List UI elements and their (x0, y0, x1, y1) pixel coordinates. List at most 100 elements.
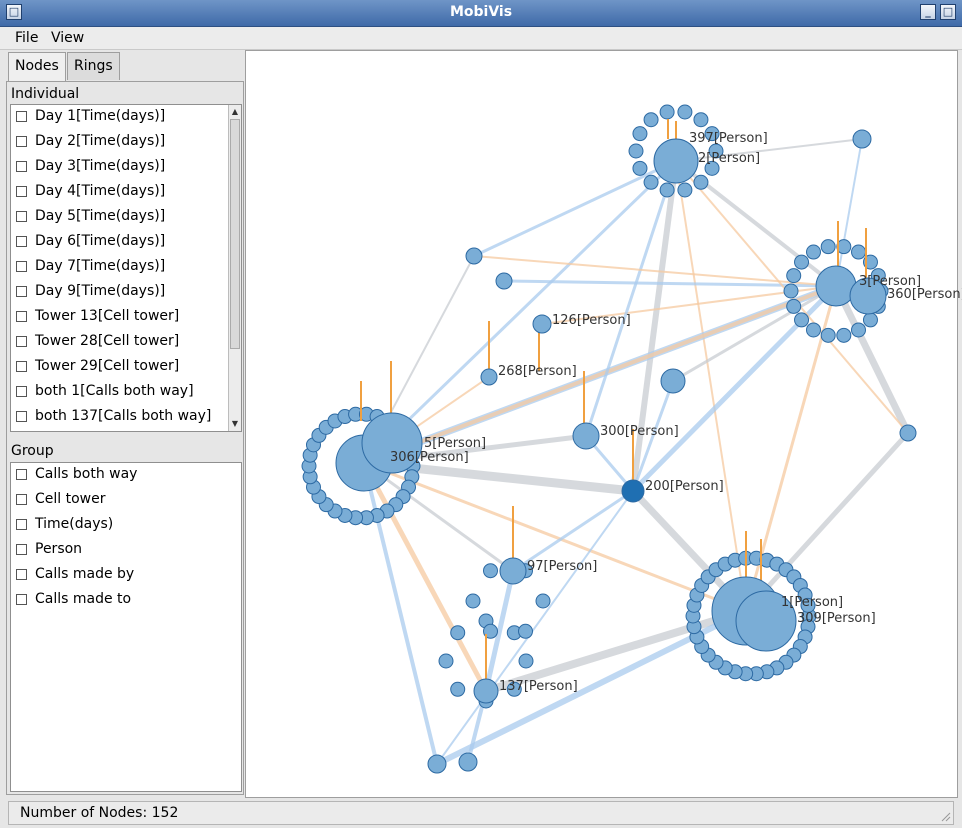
graph-edge (473, 255, 837, 287)
list-item[interactable]: Time(days) (11, 513, 239, 538)
list-item[interactable]: Day 1[Time(days)] (11, 105, 227, 130)
graph-node (677, 104, 693, 120)
list-item[interactable]: Day 3[Time(days)] (11, 155, 227, 180)
list-item-label: Day 1[Time(days)] (35, 108, 166, 124)
checkbox[interactable] (16, 494, 27, 505)
list-item-label: Day 9[Time(days)] (35, 283, 166, 299)
list-item[interactable]: both 1[Calls both way] (11, 380, 227, 405)
list-item[interactable]: Day 5[Time(days)] (11, 205, 227, 230)
graph-edge (473, 159, 677, 258)
list-item[interactable]: Tower 29[Cell tower] (11, 355, 227, 380)
graph-node (852, 129, 872, 149)
checkbox[interactable] (16, 386, 27, 397)
list-item[interactable]: Calls made to (11, 588, 239, 613)
list-item[interactable]: Day 6[Time(days)] (11, 230, 227, 255)
graph-edge (835, 138, 863, 287)
tab-nodes[interactable]: Nodes (8, 52, 66, 83)
graph-node (621, 479, 645, 503)
list-item-label: Day 2[Time(days)] (35, 133, 166, 149)
list-item-label: Tower 28[Cell tower] (35, 333, 180, 349)
list-item-label: Cell tower (35, 491, 106, 507)
scroll-down-icon[interactable]: ▼ (231, 419, 239, 428)
graph-edge (361, 461, 489, 693)
graph-node (794, 254, 810, 270)
list-item[interactable]: both 137[Calls both way] (11, 405, 227, 430)
graph-edge (832, 284, 912, 435)
checkbox[interactable] (16, 411, 27, 422)
checkbox[interactable] (16, 136, 27, 147)
minimize-icon[interactable]: _ (920, 4, 936, 20)
graph-node (473, 678, 499, 704)
checkbox[interactable] (16, 186, 27, 197)
graph-edge (436, 490, 634, 765)
graph-node (458, 752, 478, 772)
individual-scrollbar[interactable]: ▲ ▼ (228, 105, 241, 431)
list-item-label: Day 7[Time(days)] (35, 258, 166, 274)
tab-rings[interactable]: Rings (67, 52, 120, 80)
graph-canvas[interactable]: 397[Person]2[Person]3[Person]360[Person]… (245, 50, 962, 798)
graph-node (483, 563, 498, 579)
window-menu-icon[interactable]: □ (6, 4, 22, 20)
list-item-label: Tower 29[Cell tower] (35, 358, 180, 374)
graph-node (820, 327, 836, 343)
status-bar: Number of Nodes: 152 (8, 801, 954, 825)
checkbox[interactable] (16, 286, 27, 297)
graph-node (532, 314, 552, 334)
menu-view[interactable]: View (51, 30, 85, 46)
checkbox[interactable] (16, 544, 27, 555)
list-item[interactable]: Person (11, 538, 239, 563)
list-item[interactable]: Day 2[Time(days)] (11, 130, 227, 155)
graph-edge (630, 160, 679, 492)
list-item[interactable]: Tower 28[Cell tower] (11, 330, 227, 355)
list-item[interactable]: Calls both way (11, 463, 239, 488)
graph-node (735, 590, 797, 652)
graph-node (862, 312, 878, 328)
list-item-label: both 1[Calls both way] (35, 383, 194, 399)
individual-list[interactable]: ▲ ▼ Day 1[Time(days)] Day 2[Time(days)] Da… (10, 104, 242, 432)
checkbox[interactable] (16, 336, 27, 347)
list-item[interactable]: Calls made by (11, 563, 239, 588)
graph-node (427, 754, 447, 774)
graph-node (653, 138, 699, 184)
graph-node (851, 244, 866, 260)
graph-node (660, 368, 686, 394)
checkbox[interactable] (16, 161, 27, 172)
graph-node (849, 277, 887, 315)
window-title: MobiVis (449, 4, 513, 20)
scroll-thumb[interactable] (230, 119, 240, 349)
list-item-label: Time(days) (35, 516, 114, 532)
graph-node (704, 126, 720, 142)
maximize-icon[interactable]: □ (940, 4, 956, 20)
list-item[interactable]: Day 7[Time(days)] (11, 255, 227, 280)
graph-edge (483, 570, 516, 692)
list-item-label: Day 5[Time(days)] (35, 208, 166, 224)
checkbox[interactable] (16, 469, 27, 480)
menu-file[interactable]: File (15, 30, 39, 46)
checkbox[interactable] (16, 569, 27, 580)
checkbox[interactable] (16, 261, 27, 272)
checkbox[interactable] (16, 361, 27, 372)
checkbox[interactable] (16, 519, 27, 530)
scroll-up-icon[interactable]: ▲ (231, 107, 239, 116)
graph-node (628, 143, 644, 159)
resize-grip-icon[interactable] (941, 812, 951, 822)
graph-node (518, 653, 534, 669)
checkbox[interactable] (16, 311, 27, 322)
graph-node (800, 597, 816, 613)
checkbox[interactable] (16, 211, 27, 222)
list-item[interactable]: Tower 13[Cell tower] (11, 305, 227, 330)
checkbox[interactable] (16, 594, 27, 605)
checkbox[interactable] (16, 236, 27, 247)
network-graph[interactable]: 397[Person]2[Person]3[Person]360[Person]… (246, 51, 962, 797)
graph-edge (363, 284, 837, 465)
checkbox[interactable] (16, 111, 27, 122)
node-label: 2[Person] (698, 151, 760, 166)
graph-edge (512, 489, 634, 573)
list-item[interactable]: Day 4[Time(days)] (11, 180, 227, 205)
list-item[interactable]: Cell tower (11, 488, 239, 513)
node-label: 137[Person] (499, 679, 578, 694)
node-label: 97[Person] (527, 559, 597, 574)
graph-node (693, 112, 709, 128)
list-item[interactable]: Day 9[Time(days)] (11, 280, 227, 305)
